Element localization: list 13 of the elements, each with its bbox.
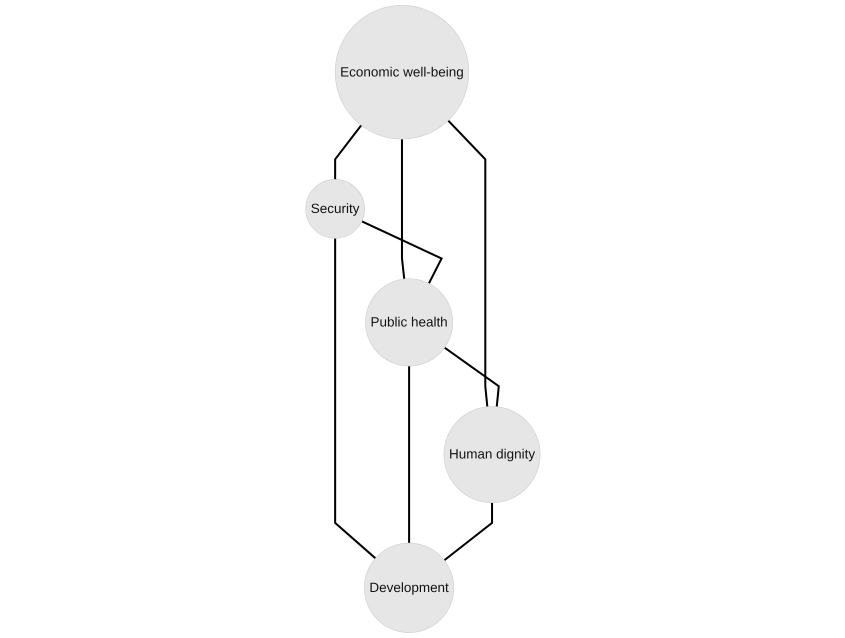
node-circle: Security	[304, 179, 364, 239]
connector	[444, 346, 500, 407]
node-circle: Economic well-being	[334, 5, 469, 140]
connector	[443, 502, 493, 562]
connector	[408, 366, 410, 544]
node-circle: Public health	[364, 278, 453, 366]
connector	[334, 124, 362, 180]
node-circle: Human dignity	[443, 406, 540, 504]
node-circle: Development	[364, 542, 454, 633]
connector	[334, 238, 376, 560]
connector	[360, 220, 442, 284]
connector	[447, 120, 488, 407]
connector	[400, 139, 405, 280]
